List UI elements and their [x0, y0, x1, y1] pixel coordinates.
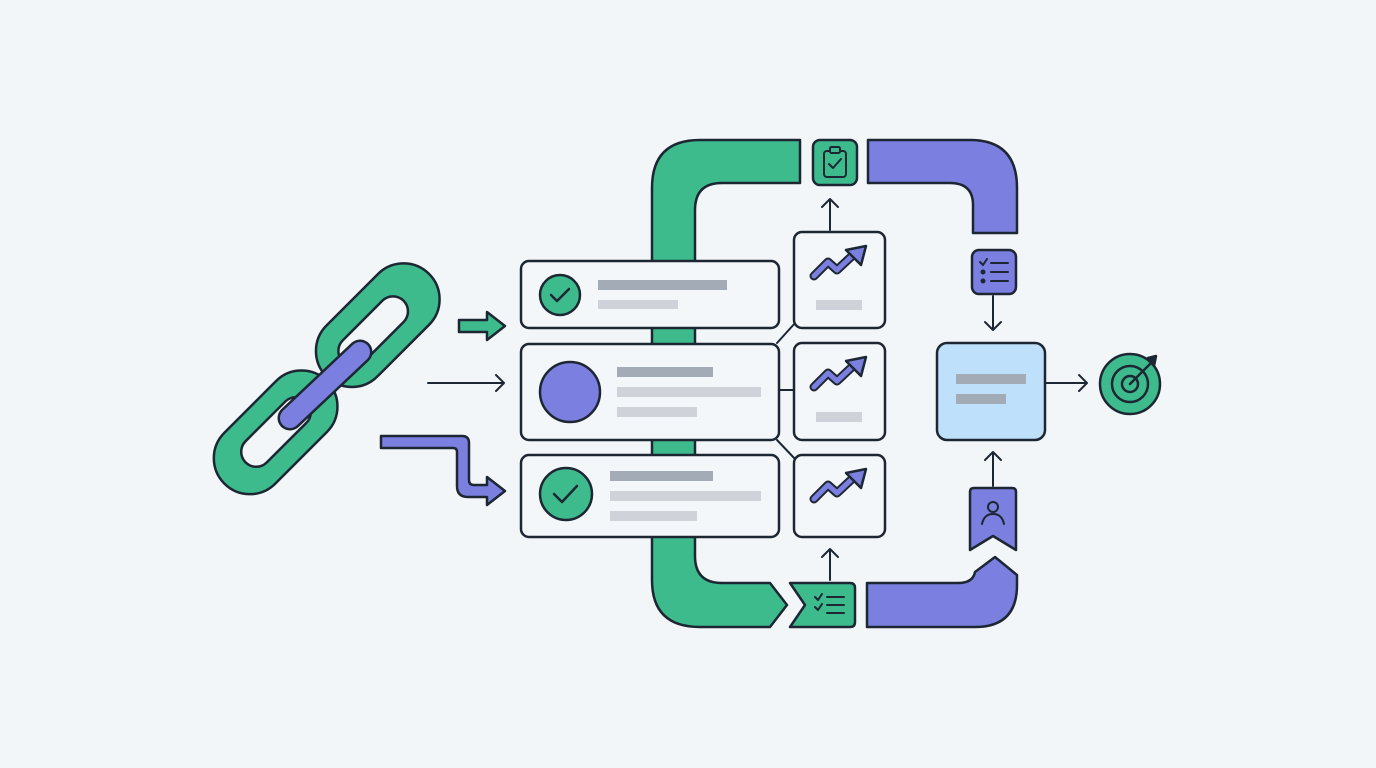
- check-circle-icon: [538, 273, 582, 317]
- trend-card-3: [792, 453, 887, 539]
- card-2: [519, 342, 781, 442]
- connector-line: [776, 321, 797, 344]
- trend-card-1: [792, 230, 887, 330]
- checklist-icon: [979, 258, 1009, 284]
- purple-track-bottom: [865, 555, 1019, 629]
- card-3: [519, 453, 781, 539]
- arrow-to-target: [1044, 374, 1088, 392]
- trend-card-2: [792, 341, 887, 442]
- arrow-head: [844, 355, 868, 378]
- arrow-up-bottom: [821, 548, 839, 581]
- connector-line: [776, 439, 797, 461]
- check-circle-icon: [538, 466, 594, 522]
- purple-track-top: [866, 138, 1019, 235]
- clipboard-check-icon: [823, 146, 847, 178]
- card-1: [519, 259, 781, 330]
- avatar-circle: [538, 360, 602, 424]
- arrow-up-right: [984, 451, 1002, 487]
- arrow-head: [844, 244, 868, 267]
- target-icon: [1098, 352, 1162, 416]
- trend-up-icon: [811, 476, 855, 502]
- summary-box: [935, 341, 1047, 442]
- trend-up-icon: [811, 364, 855, 390]
- purple-elbow-arrow: [379, 434, 507, 507]
- arrow-down-right: [984, 295, 1002, 331]
- trend-label-bar: [816, 300, 862, 310]
- arrow-up-top: [821, 198, 839, 231]
- person-icon: [981, 501, 1005, 525]
- summary-bar: [956, 394, 1006, 404]
- thin-arrow: [427, 374, 505, 392]
- chain-link-icon: [212, 262, 441, 496]
- checklist-icon: [814, 593, 845, 614]
- summary-bar: [956, 374, 1026, 384]
- trend-up-icon: [811, 253, 855, 279]
- trend-label-bar: [816, 412, 862, 422]
- arrow-head: [844, 467, 868, 490]
- green-block-arrow: [457, 310, 507, 342]
- person-badge: [968, 486, 1018, 552]
